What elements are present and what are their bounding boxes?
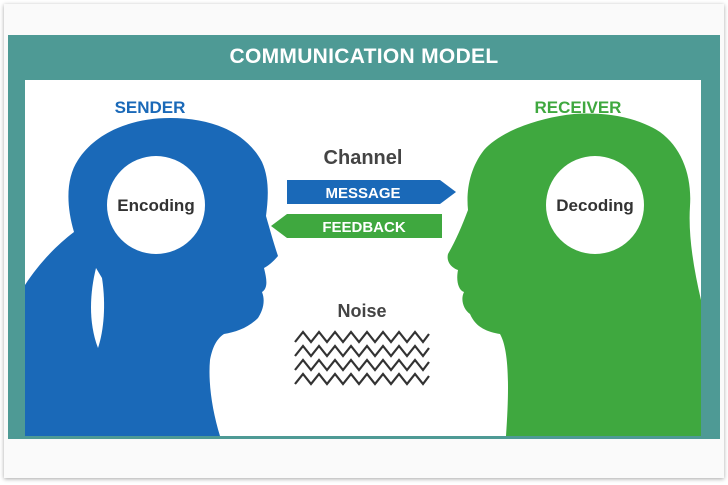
- feedback-arrow: [271, 214, 442, 238]
- noise-label: Noise: [337, 301, 386, 321]
- diagram-title: COMMUNICATION MODEL: [229, 45, 499, 68]
- sender-label: SENDER: [115, 98, 186, 117]
- sender-head-silhouette: [25, 118, 278, 436]
- feedback-label: FEEDBACK: [322, 219, 406, 236]
- message-arrow: [287, 180, 456, 204]
- noise-zigzag-icon: [294, 330, 430, 386]
- encoding-label: Encoding: [117, 196, 194, 215]
- receiver-label: RECEIVER: [535, 98, 622, 117]
- decoding-circle: [546, 156, 644, 254]
- channel-label: Channel: [324, 147, 403, 169]
- encoding-circle: [107, 156, 205, 254]
- sender-hair-gap: [91, 268, 105, 348]
- message-label: MESSAGE: [325, 185, 400, 202]
- decoding-label: Decoding: [556, 196, 633, 215]
